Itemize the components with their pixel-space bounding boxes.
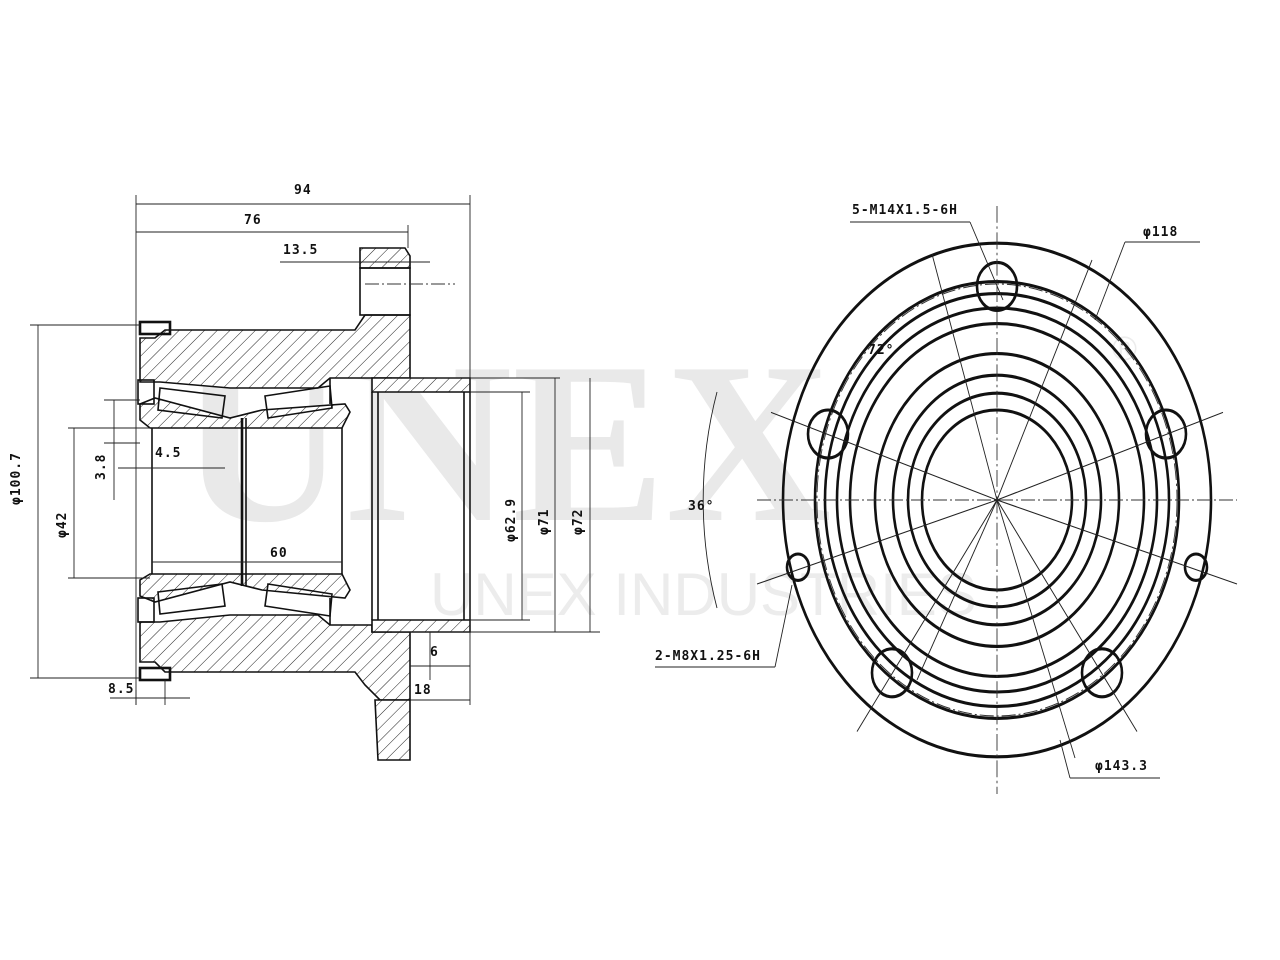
angle-arc <box>702 391 718 609</box>
small-threaded-holes <box>785 552 1209 582</box>
dim-overall-length: 94 <box>294 183 312 198</box>
dim-pilot-length: 18 <box>414 683 432 698</box>
bolt-hole <box>1144 408 1188 460</box>
dim-bolt-angle: 72° <box>868 343 894 358</box>
dim-seal-diameter: φ100.7 <box>9 452 24 505</box>
dim-pilot-circle: φ118 <box>1143 225 1178 240</box>
dim-bearing-width: 60 <box>270 546 288 561</box>
seal-upper <box>138 320 172 336</box>
dim-bearing-offset: 4.5 <box>155 446 181 461</box>
pilot-lower <box>371 619 471 633</box>
flange-upper <box>359 247 411 269</box>
dim-bolt-circle: φ143.3 <box>1095 759 1148 774</box>
dim-bore-diameter: φ42 <box>55 512 70 538</box>
dim-flange-thickness: 13.5 <box>283 243 318 258</box>
dim-pilot-step: 6 <box>430 645 439 660</box>
pilot-upper <box>371 377 471 393</box>
roller-upper-right <box>264 385 333 419</box>
inner-ring-lower <box>139 573 351 603</box>
dim-seal-width: 8.5 <box>108 682 134 697</box>
flange-bolt-hole-upper <box>359 267 411 316</box>
roller-upper-left <box>157 387 226 419</box>
radial-construction-lines <box>702 253 1238 759</box>
side-dimension-lines <box>30 195 600 705</box>
dim-pilot-inner: φ62.9 <box>504 498 519 542</box>
dim-bolt-thread: 5-M14X1.5-6H <box>852 203 958 218</box>
dim-small-thread: 2-M8X1.25-6H <box>655 649 761 664</box>
dim-flange-length: 76 <box>244 213 262 228</box>
flange-lower <box>374 699 411 761</box>
housing-lower-section <box>139 614 411 701</box>
dim-seal-offset: 3.8 <box>94 454 109 480</box>
dim-small-hole-angle: 36° <box>688 499 714 514</box>
inner-ring-upper <box>139 397 351 429</box>
side-section-view: 94 76 13.5 φ100.7 φ42 3.8 4.5 60 φ62.9 φ… <box>9 183 600 761</box>
roller-lower-left <box>157 583 226 615</box>
watermark-subtitle: UNEX INDUSTRIES <box>430 561 977 628</box>
bolt-hole <box>806 408 850 460</box>
seal-lower <box>138 666 172 682</box>
dim-pilot-outer: φ72 <box>571 509 586 535</box>
front-leader-lines <box>655 221 1200 779</box>
bolt-hole <box>1080 647 1124 699</box>
small-hole <box>1183 552 1209 582</box>
seal-inner-upper <box>137 379 155 405</box>
watermark: UNEX UNEX INDUSTRIES ® <box>180 315 1137 628</box>
front-view: 5-M14X1.5-6H φ118 72° 36° 2-M8X1.25-6H φ… <box>655 203 1238 795</box>
seal-inner-lower <box>137 597 155 623</box>
small-hole <box>785 552 811 582</box>
bolt-hole <box>870 647 914 699</box>
dim-pilot-diameter: φ71 <box>537 509 552 535</box>
wheel-bolt-holes <box>806 260 1188 699</box>
